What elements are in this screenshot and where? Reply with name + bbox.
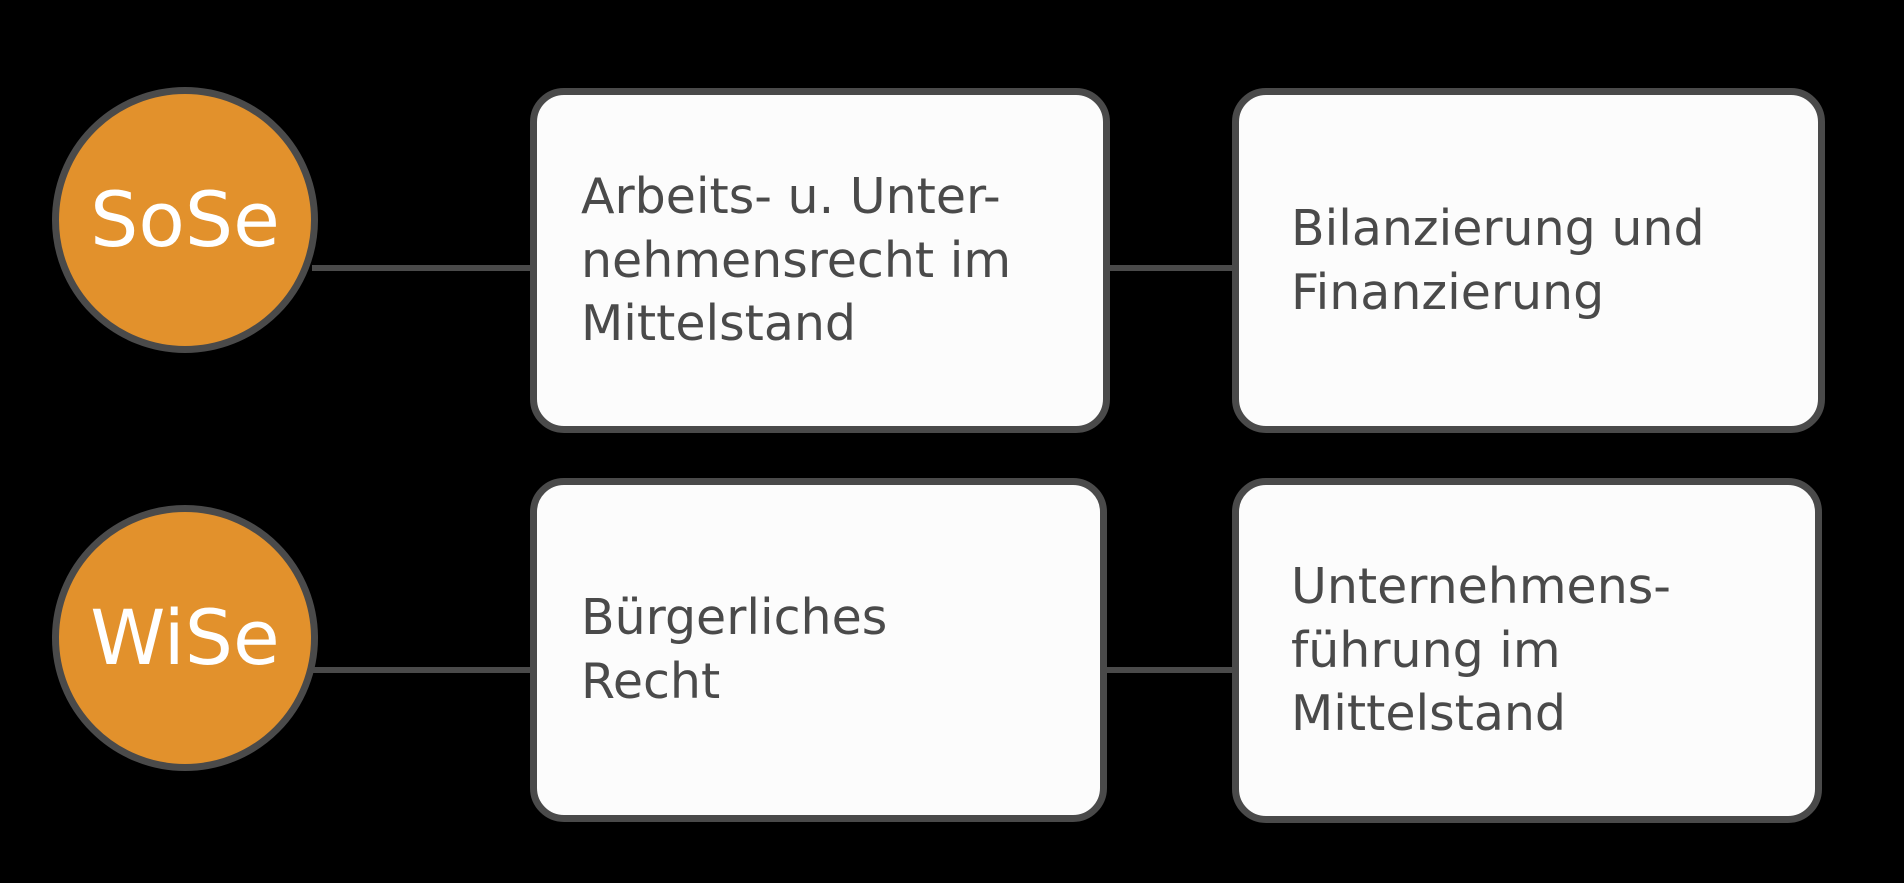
course-box-buergerliches-recht-label: Bürgerliches Recht — [581, 589, 888, 710]
course-box-arbeits-unternehmensrecht-label: Arbeits- u. Unter- nehmensrecht im Mitte… — [581, 167, 1012, 353]
course-box-unternehmensfuehrung-mittelstand-label: Unternehmens- führung im Mittelstand — [1291, 557, 1671, 743]
connector-wise-to-course3 — [312, 667, 542, 673]
connector-course1-to-course2 — [1100, 265, 1242, 271]
course-box-bilanzierung-finanzierung[interactable]: Bilanzierung und Finanzierung — [1232, 88, 1825, 433]
semester-node-wise[interactable]: WiSe — [52, 505, 318, 771]
course-box-bilanzierung-finanzierung-label: Bilanzierung und Finanzierung — [1291, 199, 1705, 321]
semester-node-wise-label: WiSe — [90, 593, 280, 682]
semester-node-sose[interactable]: SoSe — [52, 87, 318, 353]
semester-node-sose-label: SoSe — [90, 175, 280, 264]
course-box-buergerliches-recht[interactable]: Bürgerliches Recht — [530, 478, 1107, 822]
connector-sose-to-course1 — [312, 265, 542, 271]
connector-course3-to-course4 — [1097, 667, 1242, 673]
course-box-arbeits-unternehmensrecht[interactable]: Arbeits- u. Unter- nehmensrecht im Mitte… — [530, 88, 1110, 433]
course-box-unternehmensfuehrung-mittelstand[interactable]: Unternehmens- führung im Mittelstand — [1232, 478, 1822, 823]
